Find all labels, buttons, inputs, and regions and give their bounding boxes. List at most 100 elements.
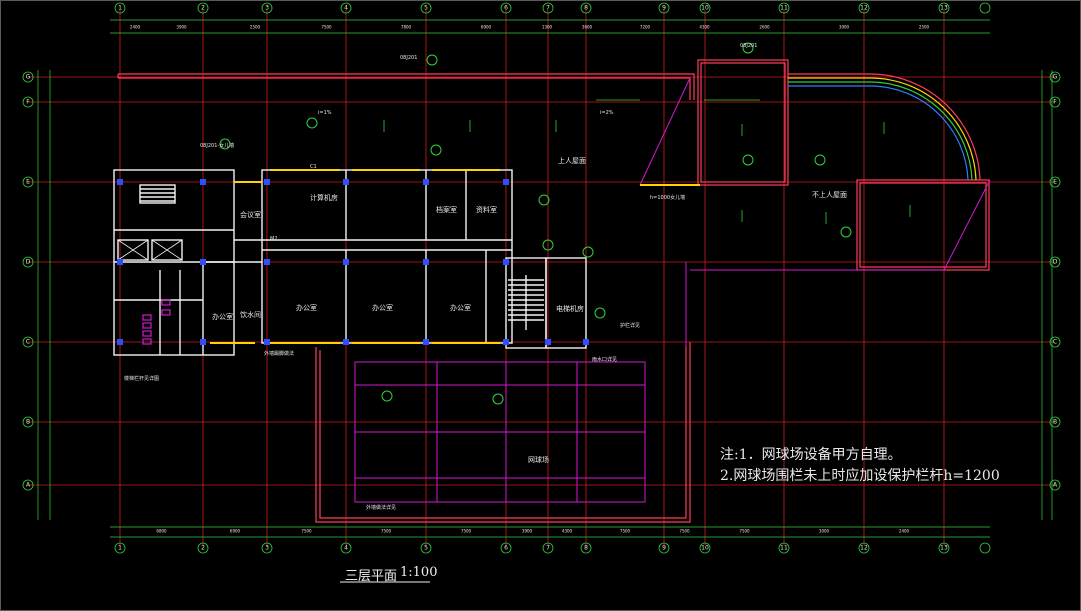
dimension-top: 7800: [400, 24, 412, 30]
grid-number-bottom: 2: [201, 544, 205, 552]
grid-number-bottom: 7: [546, 544, 550, 552]
drawing-scale: 1:100: [400, 565, 438, 580]
dimension-top: 7500: [321, 24, 332, 30]
dimension-bottom: 3000: [818, 528, 830, 534]
columns: [117, 179, 589, 345]
grid-number-bottom: 6: [504, 544, 508, 552]
room-label-roof-access: 上人屋面: [558, 157, 586, 165]
dimension-top: 2500: [249, 24, 261, 30]
grid-number-bottom: 1: [118, 544, 122, 552]
dimension-top: 6900: [480, 24, 492, 30]
grid-letter-left: D: [25, 258, 31, 266]
room-label-office-4: 办公室: [212, 313, 233, 321]
tag-slope-2: i=2%: [600, 110, 614, 116]
tag-hatch-label: h=1000女儿墙: [650, 195, 686, 201]
walls: [113, 169, 587, 356]
room-label-meeting: 会议室: [240, 211, 261, 219]
room-label-office-1: 办公室: [296, 304, 317, 312]
room-label-office-2: 办公室: [372, 304, 393, 312]
grid-number-bottom: 13: [940, 544, 948, 552]
dimension-top: 2600: [759, 24, 770, 30]
drainage-lines: [354, 77, 991, 503]
dimension-top: 3600: [581, 24, 593, 30]
grid-number-top: 7: [546, 4, 550, 12]
dimension-bottom: 4300: [561, 528, 573, 534]
dimension-top: 1300: [541, 24, 553, 30]
room-label-archive-2: 资料室: [476, 206, 497, 214]
dimension-bottom: 3900: [521, 528, 533, 534]
grid-number-bottom: 5: [424, 544, 428, 552]
grid-number-top: 11: [780, 4, 788, 12]
tag-wall-base: 外墙踢脚做法: [264, 351, 295, 357]
grid-number-top: 10: [701, 4, 709, 12]
room-label-computer: 计算机房: [310, 194, 338, 202]
grid-letter-left: F: [26, 98, 30, 106]
grid-number-bottom: 9: [662, 544, 666, 552]
tag-roof-drain: 雨水口详见: [592, 357, 618, 363]
dimension-top: 7200: [639, 24, 651, 30]
dimension-bottom: 7500: [739, 528, 750, 534]
dimension-bottom: 7500: [380, 528, 392, 534]
grid-number-top: 1: [118, 4, 122, 12]
tag-waterproof: 08J201-女儿墙: [200, 143, 235, 149]
grid-number-top: 12: [860, 4, 868, 12]
grid-letter-left: E: [26, 178, 30, 186]
toilet-fixtures: [142, 299, 171, 345]
curved-roof-edge: [788, 73, 981, 181]
grid-letter-right: A: [1052, 481, 1058, 489]
room-label-machine: 电梯机房: [556, 305, 584, 313]
dimension-top: 3900: [176, 24, 187, 30]
grid-letter-right: B: [1052, 418, 1058, 426]
dimension-top: 2400: [129, 24, 141, 30]
grid-number-bottom: 8: [584, 544, 588, 552]
dimension-top: 3000: [838, 24, 850, 30]
room-label-archive: 档案室: [436, 206, 457, 214]
grid-number-top: 2: [201, 4, 205, 12]
grid-number-top: 6: [504, 4, 508, 12]
grid-letter-right: F: [1053, 98, 1057, 106]
grid-letter-left: B: [25, 418, 31, 426]
tag-stair-note: 楼梯栏杆见详图: [124, 376, 160, 382]
grid-number-bottom: 3: [265, 544, 269, 552]
drawing-title: 三层平面: [345, 569, 398, 584]
grid-letter-right: G: [1052, 73, 1058, 81]
note-line-2: 2.网球场围栏未上时应加设保护栏杆h=1200: [720, 468, 1000, 484]
dimension-bottom: 7500: [679, 528, 690, 534]
tag-window: C1: [310, 164, 317, 170]
dimension-lines: [37, 19, 1053, 538]
grid-number-bottom: 12: [860, 544, 868, 552]
dimension-bottom: 7500: [301, 528, 312, 534]
dimension-top: 2500: [918, 24, 930, 30]
grid-number-top: 5: [424, 4, 428, 12]
grid-number-top: 4: [344, 4, 348, 12]
dimension-bottom: 7500: [460, 528, 472, 534]
grid-letter-left: A: [25, 481, 31, 489]
grid-letter-left: G: [25, 73, 31, 81]
room-label-drink: 饮水间: [240, 311, 261, 319]
room-label-no-access-roof: 不上人屋面: [812, 191, 847, 199]
tag-roof-label: 08J201: [740, 43, 758, 49]
tag-top-label: 08J201: [400, 55, 418, 61]
grid-bubbles: [22, 2, 1061, 554]
dimension-top: 4300: [699, 24, 710, 30]
grid-number-top: 3: [265, 4, 269, 12]
grid-letter-left: C: [25, 338, 31, 346]
dimension-bottom: 7500: [619, 528, 631, 534]
grid-letter-right: E: [1053, 178, 1057, 186]
tag-rail: 护栏详见: [620, 323, 641, 329]
grid-number-bottom: 11: [780, 544, 788, 552]
note-line-1: 注:1．网球场设备甲方自理。: [720, 447, 902, 463]
grid-number-bottom: 4: [344, 544, 348, 552]
tag-slope-1: i=1%: [318, 110, 332, 116]
slope-arrows: [383, 99, 911, 224]
detail-markers: [219, 42, 852, 405]
room-label-tennis: 网球场: [528, 456, 549, 464]
window-strips: [210, 169, 700, 344]
tag-door: M2: [270, 236, 278, 242]
room-label-office-3: 办公室: [450, 304, 471, 312]
grid-number-top: 9: [662, 4, 666, 12]
elevator-shafts: [117, 239, 183, 261]
grid-number-top: 8: [584, 4, 588, 12]
grid-number-bottom: 10: [701, 544, 709, 552]
grid-letter-right: D: [1052, 258, 1058, 266]
